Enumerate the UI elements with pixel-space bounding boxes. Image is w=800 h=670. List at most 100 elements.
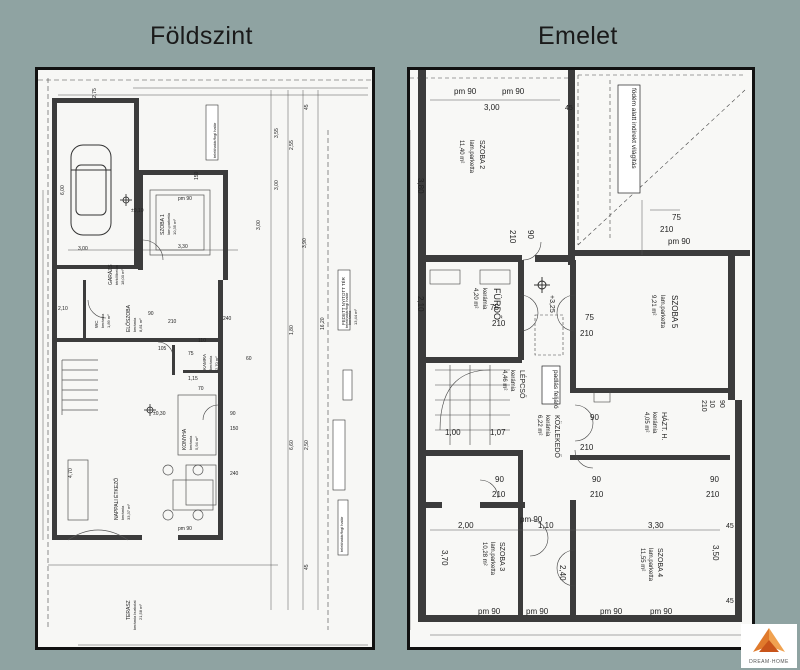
room1-floor: lam.parketta: [166, 212, 171, 235]
ground-level-1: ±0,10: [131, 208, 144, 214]
pm-label: pm 90: [650, 607, 673, 616]
dim: 3,50: [711, 545, 720, 561]
attic-annotation: padlás feljáró: [552, 370, 559, 409]
dim: 45: [726, 598, 734, 605]
ground-floor-labels: GARÁZS térkő/beton 18,00 m² SZOBA 1 lam.…: [58, 88, 358, 630]
dim: 75: [490, 303, 499, 312]
bath-name: FÜRDŐ: [492, 288, 502, 320]
dim: 150: [230, 426, 239, 432]
upper-floor-title: Emelet: [538, 22, 618, 50]
room4-area: 11,55 m²: [639, 548, 645, 571]
upper-floor-plan: pm 90 pm 90 3,00 3,80 SZOBA 2 lam.parket…: [407, 67, 755, 650]
dim: 210: [590, 490, 604, 499]
garage-floor: térkő/beton: [114, 265, 119, 285]
dim: 3,30: [178, 244, 188, 250]
dim: 210: [580, 443, 594, 452]
pm-label: pm 90: [502, 87, 525, 96]
dim: 2,50: [304, 440, 310, 450]
ground-floor-title: Földszint: [150, 22, 253, 50]
dim: 1,07: [490, 428, 506, 437]
garage-area: 18,00 m²: [120, 269, 125, 285]
annotation-box-lighting: [617, 84, 641, 194]
dim: 3,00: [78, 246, 88, 252]
boundary-label-2: telekhatár/fogi határ: [344, 292, 349, 328]
dim: 150: [194, 171, 200, 180]
pm-label: pm 90: [526, 607, 549, 616]
dim: 210: [492, 490, 506, 499]
utility-name: HÁZT. H.: [660, 412, 669, 440]
dim: 210: [508, 230, 517, 244]
room4-floor: lam.parketta: [647, 548, 653, 582]
wc-floor: kerámia: [100, 313, 105, 328]
utility-area: 4,05 m²: [643, 412, 649, 432]
porch-floor: kerámia: [347, 310, 352, 325]
dim: 90: [590, 413, 599, 422]
dim: 75: [672, 213, 681, 222]
ground-pm-2: pm 90: [178, 526, 192, 532]
dim: 2,40: [558, 565, 567, 581]
terrace-name: TERASZ: [126, 600, 132, 620]
dim: 90: [148, 311, 154, 317]
corridor-floor: kerámia: [544, 415, 550, 437]
dim: 2,00: [458, 521, 474, 530]
room5-name: SZOBA 5: [670, 295, 679, 329]
kitchen-area: 5,94 m²: [194, 436, 199, 450]
dim: 240: [230, 471, 239, 477]
ground-level-2: ±0,30: [153, 411, 166, 417]
dim: 45: [304, 104, 310, 110]
utility-floor: kerámia: [651, 412, 657, 434]
pm-label: pm 90: [454, 87, 477, 96]
porch-area: 13,44 m²: [353, 309, 358, 325]
dim: 2,75: [92, 88, 98, 98]
brand-logo: DREAM·HOME: [741, 624, 797, 668]
dim: 45: [304, 564, 310, 570]
hall-floor: kerámia: [132, 317, 137, 332]
dim: 210: [706, 490, 720, 499]
logo-mark-icon: [753, 628, 785, 652]
dim: 45: [565, 105, 573, 112]
ground-floor-plan: GARÁZS térkő/beton 18,00 m² SZOBA 1 lam.…: [35, 67, 375, 650]
stair-area: 4,46 m²: [501, 370, 507, 390]
corridor-name: KÖZLEKEDŐ: [553, 415, 562, 458]
dim: 3,55: [274, 128, 280, 138]
kamra-floor: kerámia: [208, 355, 213, 370]
boundary-label-1: telekhatár/fogi határ: [212, 122, 217, 158]
pm-label: pm 90: [478, 607, 501, 616]
dim: 75: [585, 313, 594, 322]
dim: 210: [580, 329, 594, 338]
dim: 90: [230, 411, 236, 417]
living-area: 33,37 m²: [126, 504, 131, 520]
room3-name: SZOBA 3: [498, 542, 505, 571]
pm-label: pm 90: [668, 237, 691, 246]
annotation-box-attic: [541, 365, 561, 405]
dim: 75: [188, 351, 194, 357]
upper-floor-labels: pm 90 pm 90 3,00 3,80 SZOBA 2 lam.parket…: [416, 87, 734, 616]
dim: 16,20: [320, 317, 326, 330]
room5-area: 9,21 m²: [650, 295, 656, 315]
pm-label: pm 90: [520, 515, 543, 524]
lighting-annotation: födém alatt indirekt világítás: [630, 88, 637, 169]
dim: 90: [526, 230, 535, 239]
dim: 3,30: [648, 521, 664, 530]
bath-area: 4,20 m²: [472, 288, 478, 308]
dim: 210: [168, 319, 177, 325]
kamra-name: KAMRA: [202, 354, 207, 370]
terrace-area: 21,58 m²: [138, 604, 143, 620]
room3-area: 10,28 m²: [481, 542, 487, 566]
kamra-area: 2,70 m²: [214, 356, 219, 370]
terrace-floor: kerámia burkolat: [132, 600, 137, 630]
dim: 110: [198, 338, 206, 344]
living-name: NAPPALI ÉTKEZŐ: [113, 478, 120, 520]
room5-floor: lam.parketta: [659, 295, 665, 329]
dim: 105: [158, 346, 167, 352]
dim: 3,80: [416, 178, 425, 194]
hall-name: ELŐSZOBA: [125, 304, 132, 332]
dim: 3,90: [302, 238, 308, 248]
dim: 70: [198, 386, 204, 392]
upper-floor-drawing: [410, 70, 752, 647]
room1-area: 10,35 m²: [172, 219, 177, 235]
porch-name: FEDETT NYITOTT TÉR: [340, 276, 346, 325]
room2-floor: lam.parketta: [468, 140, 474, 174]
dim: 1,10: [538, 521, 554, 530]
room3-floor: lam.parketta: [489, 542, 495, 576]
